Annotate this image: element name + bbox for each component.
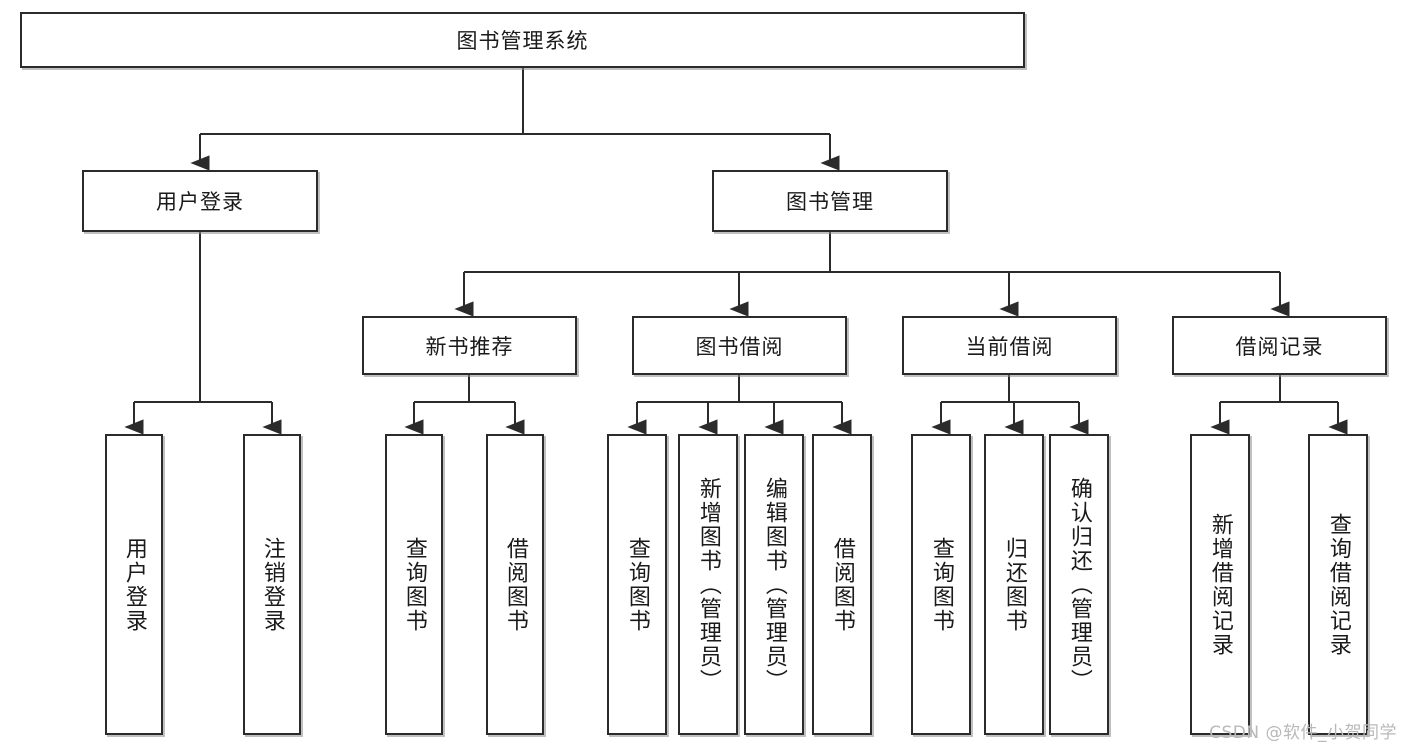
- node-leaf-query-book-2[interactable]: 查询图书: [607, 434, 667, 735]
- node-leaf-borrow-book-1-label: 借阅图书: [502, 536, 528, 633]
- node-leaf-edit-book-admin-label: 编辑图书（管理员）: [761, 476, 787, 693]
- node-root[interactable]: 图书管理系统: [20, 12, 1025, 68]
- node-borrow-record-label: 借阅记录: [1235, 334, 1324, 359]
- node-book-borrow-label: 图书借阅: [695, 334, 784, 359]
- node-book-manage-label: 图书管理: [786, 190, 874, 214]
- node-book-manage[interactable]: 图书管理: [712, 170, 948, 232]
- node-leaf-confirm-return-admin[interactable]: 确认归还（管理员）: [1049, 434, 1109, 735]
- node-borrow-record[interactable]: 借阅记录: [1172, 316, 1387, 375]
- node-new-book-recommend[interactable]: 新书推荐: [362, 316, 577, 375]
- node-leaf-add-book-admin-label: 新增图书（管理员）: [695, 476, 721, 693]
- node-leaf-borrow-book-2-label: 借阅图书: [829, 536, 855, 633]
- node-leaf-logout-login[interactable]: 注销登录: [243, 434, 301, 735]
- node-root-label: 图书管理系统: [456, 29, 589, 53]
- node-leaf-user-login-label: 用户登录: [121, 536, 147, 633]
- node-leaf-query-book-3[interactable]: 查询图书: [911, 434, 971, 735]
- node-user-login-label: 用户登录: [156, 190, 244, 214]
- node-leaf-add-borrow-record[interactable]: 新增借阅记录: [1190, 434, 1250, 735]
- node-leaf-query-book-2-label: 查询图书: [624, 536, 650, 633]
- node-leaf-add-borrow-record-label: 新增借阅记录: [1207, 512, 1233, 657]
- watermark-text: CSDN @软件_小贺同学: [1209, 723, 1397, 743]
- node-leaf-query-book-1-label: 查询图书: [401, 536, 427, 633]
- node-leaf-borrow-book-2[interactable]: 借阅图书: [812, 434, 872, 735]
- node-current-borrow[interactable]: 当前借阅: [902, 316, 1117, 375]
- node-leaf-borrow-book-1[interactable]: 借阅图书: [486, 434, 544, 735]
- node-new-book-recommend-label: 新书推荐: [425, 334, 514, 359]
- node-leaf-return-book[interactable]: 归还图书: [984, 434, 1044, 735]
- node-leaf-query-book-1[interactable]: 查询图书: [385, 434, 443, 735]
- node-leaf-query-borrow-record-label: 查询借阅记录: [1325, 512, 1351, 657]
- node-leaf-logout-login-label: 注销登录: [259, 536, 285, 633]
- node-leaf-confirm-return-admin-label: 确认归还（管理员）: [1066, 476, 1092, 693]
- node-current-borrow-label: 当前借阅: [965, 334, 1054, 359]
- node-leaf-return-book-label: 归还图书: [1001, 536, 1027, 633]
- node-leaf-user-login[interactable]: 用户登录: [105, 434, 163, 735]
- node-leaf-query-borrow-record[interactable]: 查询借阅记录: [1308, 434, 1368, 735]
- node-leaf-edit-book-admin[interactable]: 编辑图书（管理员）: [744, 434, 804, 735]
- node-book-borrow[interactable]: 图书借阅: [632, 316, 847, 375]
- node-leaf-add-book-admin[interactable]: 新增图书（管理员）: [678, 434, 738, 735]
- node-leaf-query-book-3-label: 查询图书: [928, 536, 954, 633]
- node-user-login[interactable]: 用户登录: [82, 170, 318, 232]
